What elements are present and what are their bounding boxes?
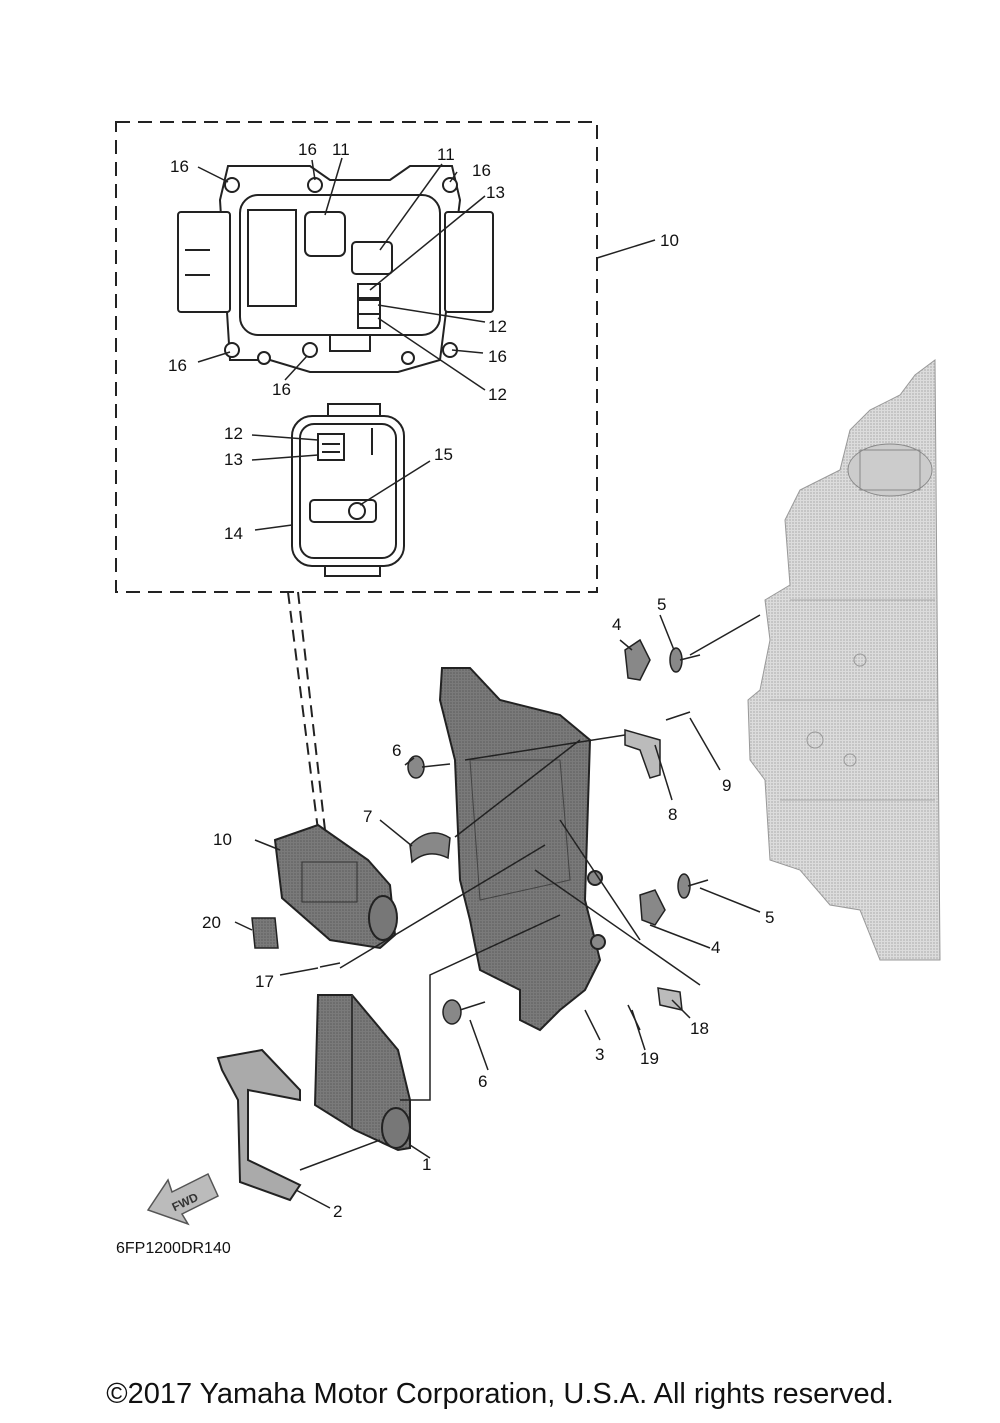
callout-10: 10 xyxy=(660,231,679,250)
module-cover-view xyxy=(291,403,405,577)
module-top-view xyxy=(177,165,494,373)
callout-13: 13 xyxy=(486,183,505,202)
callout-6: 6 xyxy=(392,741,401,760)
callout-1: 1 xyxy=(422,1155,431,1174)
bracket-part-3 xyxy=(438,667,606,1032)
copyright-notice: ©2017 Yamaha Motor Corporation, U.S.A. A… xyxy=(106,1378,894,1410)
callout-14: 14 xyxy=(224,524,243,543)
diagram-code: 6FP1200DR140 xyxy=(116,1240,231,1257)
inset-leader xyxy=(287,591,326,831)
fwd-arrow: FWD xyxy=(146,1172,219,1226)
callout-17: 17 xyxy=(255,972,274,991)
ecu-part-1 xyxy=(313,994,411,1152)
callout-6: 6 xyxy=(478,1072,487,1091)
callout-16: 16 xyxy=(488,347,507,366)
callout-18: 18 xyxy=(690,1019,709,1038)
callout-12: 12 xyxy=(224,424,243,443)
callout-20: 20 xyxy=(202,913,221,932)
callout-4: 4 xyxy=(711,938,720,957)
callout-labels: 16 16 11 11 16 13 10 12 16 16 16 12 12 1… xyxy=(168,140,774,1221)
callout-3: 3 xyxy=(595,1045,604,1064)
callout-10: 10 xyxy=(213,830,232,849)
callout-9: 9 xyxy=(722,776,731,795)
callout-8: 8 xyxy=(668,805,677,824)
callout-19: 19 xyxy=(640,1049,659,1068)
callout-5: 5 xyxy=(657,595,666,614)
callout-2: 2 xyxy=(333,1202,342,1221)
label-part-20 xyxy=(251,917,279,949)
callout-11: 11 xyxy=(332,140,350,159)
callout-16: 16 xyxy=(472,161,491,180)
callout-16: 16 xyxy=(168,356,187,375)
callout-13: 13 xyxy=(224,450,243,469)
callout-16: 16 xyxy=(272,380,291,399)
callout-7: 7 xyxy=(363,807,372,826)
callout-12: 12 xyxy=(488,317,507,336)
callout-4: 4 xyxy=(612,615,621,634)
inset-detail-box xyxy=(115,121,598,593)
callout-16: 16 xyxy=(298,140,317,159)
engine-block xyxy=(747,359,941,961)
module-part-10 xyxy=(273,823,398,950)
callout-16: 16 xyxy=(170,157,189,176)
callout-11: 11 xyxy=(437,145,455,164)
leader-lines xyxy=(197,157,761,1209)
callout-12: 12 xyxy=(488,385,507,404)
callout-5: 5 xyxy=(765,908,774,927)
bracket-part-2 xyxy=(216,1048,302,1202)
callout-15: 15 xyxy=(434,445,453,464)
